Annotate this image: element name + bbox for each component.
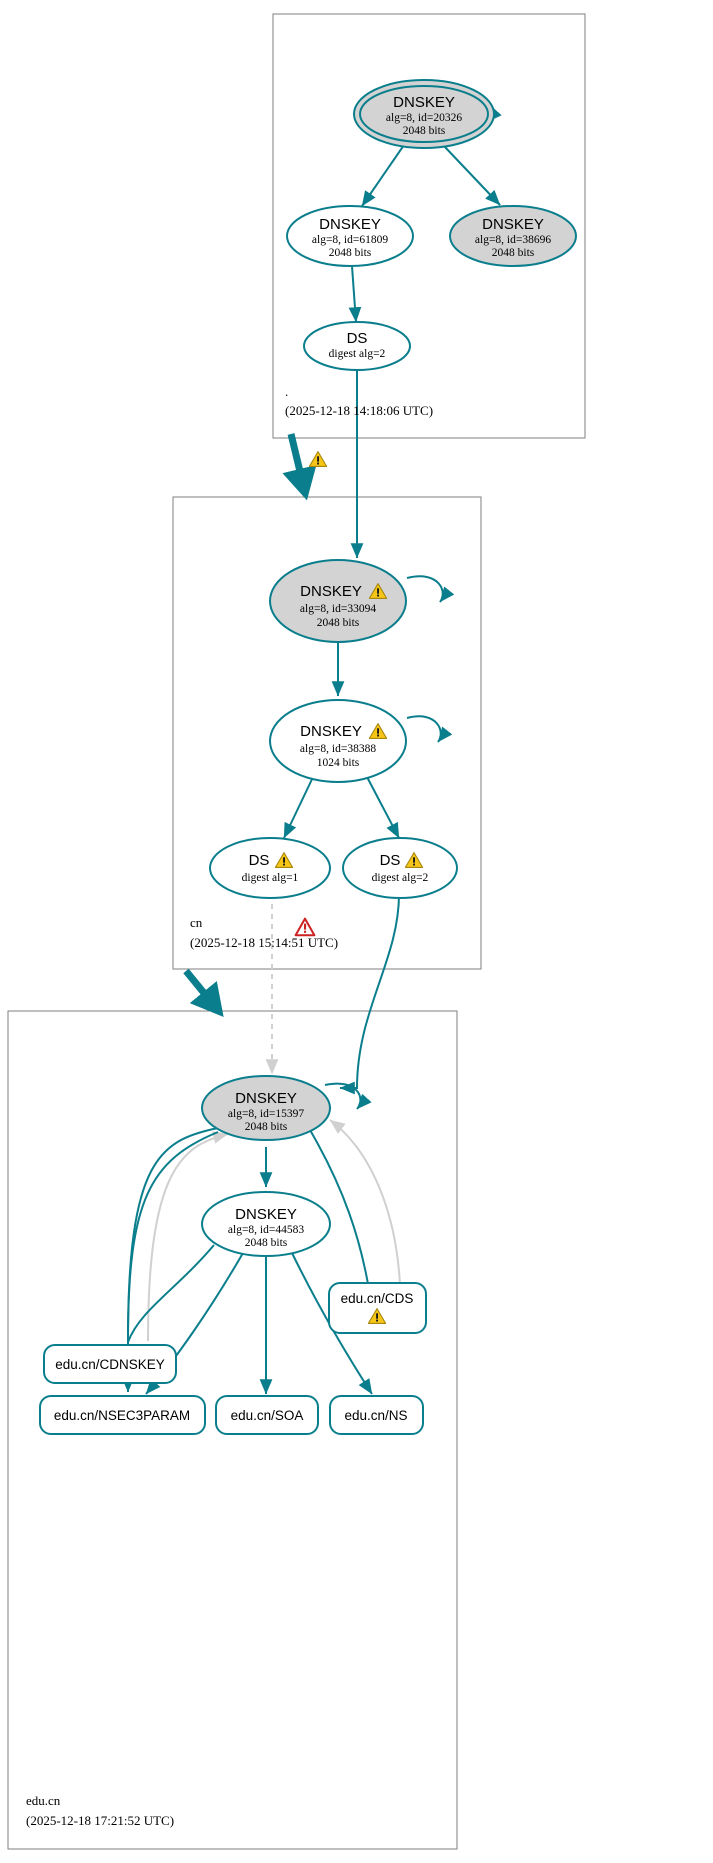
node-cn-38388-line2: alg=8, id=38388 — [300, 743, 376, 755]
rrset-edu-cn-nsec3param[interactable] — [39, 1395, 206, 1435]
edge-educn-zsk-to-cdnskey — [127, 1244, 215, 1343]
node-root-38696-line3: 2048 bits — [492, 247, 535, 259]
rrset-edu-cn-cds[interactable] — [328, 1282, 427, 1334]
zone-name-edu-cn: edu.cn — [26, 1793, 61, 1808]
node-root-ds[interactable] — [303, 321, 411, 371]
node-cn-38388-line3: 1024 bits — [317, 757, 360, 769]
rrset-edu-cn-ns[interactable] — [329, 1395, 424, 1435]
edge-cn-zsk-to-ds1 — [283, 774, 315, 839]
node-root-ksk-title: DNSKEY — [393, 94, 455, 111]
node-educn-44583-title: DNSKEY — [235, 1206, 297, 1223]
edge-cn-ksk-self — [406, 575, 455, 603]
zone-cn-error-icon — [294, 917, 316, 937]
node-cn-ds1-title: DS — [249, 852, 270, 869]
node-cn-dnskey-33094[interactable] — [269, 559, 407, 643]
node-root-dnskey-38696[interactable] — [449, 205, 577, 267]
zone-timestamp-root: (2025-12-18 14:18:06 UTC) — [285, 403, 433, 418]
node-cn-38388-title: DNSKEY — [300, 723, 362, 740]
delegation-arrow-root-to-cn — [282, 433, 317, 501]
node-educn-44583-line3: 2048 bits — [245, 1237, 288, 1249]
zone-name-root: . — [285, 384, 288, 399]
node-root-ds-title: DS — [347, 330, 368, 347]
node-root-38696-title: DNSKEY — [482, 216, 544, 233]
rrset-edu-cn-soa[interactable] — [215, 1395, 319, 1435]
rrset-soa-label: edu.cn/SOA — [231, 1408, 304, 1423]
edge-educn-ksk-to-nsec3param — [121, 1131, 219, 1393]
node-educn-dnskey-44583[interactable] — [201, 1191, 331, 1257]
node-cn-ds2-title: DS — [380, 852, 401, 869]
edge-cn-zsk-self — [406, 715, 453, 743]
edge-root-61809-to-ds — [348, 265, 362, 323]
node-cn-33094-line3: 2048 bits — [317, 617, 360, 629]
edge-educn-ksk-to-cds — [309, 1129, 369, 1285]
node-cn-ds-alg1[interactable] — [209, 837, 331, 899]
zone-timestamp-cn: (2025-12-18 15:14:51 UTC) — [190, 935, 338, 950]
node-root-ksk-line2: alg=8, id=20326 — [386, 112, 462, 124]
edge-cn-zsk-to-ds2 — [365, 774, 400, 839]
zone-name-cn: cn — [190, 915, 203, 930]
zone-box-root — [272, 13, 586, 439]
node-root-ksk-inner[interactable] — [359, 85, 489, 143]
rrset-ns-label: edu.cn/NS — [344, 1408, 407, 1423]
node-cn-dnskey-38388[interactable] — [269, 699, 407, 783]
edge-root-ksk-to-38696 — [443, 145, 501, 206]
rrset-cds-label: edu.cn/CDS — [341, 1291, 414, 1306]
zone-box-edu-cn — [7, 1010, 458, 1850]
rrset-cdnskey-label: edu.cn/CDNSKEY — [55, 1357, 165, 1372]
delegation-arrow-cn-to-edu-cn — [183, 968, 224, 1018]
node-cn-33094-title: DNSKEY — [300, 583, 362, 600]
delegation-warning-icon-root-cn — [308, 451, 328, 467]
node-educn-15397-line2: alg=8, id=15397 — [228, 1108, 304, 1120]
node-root-38696-line2: alg=8, id=38696 — [475, 234, 551, 246]
node-root-61809-line2: alg=8, id=61809 — [312, 234, 388, 246]
rrset-nsec3param-label: edu.cn/NSEC3PARAM — [54, 1408, 190, 1423]
edge-educn-ksk-self — [324, 1082, 372, 1110]
node-educn-15397-line3: 2048 bits — [245, 1121, 288, 1133]
edge-cdnskey-to-educn-ksk-insecure — [147, 1131, 229, 1342]
node-cn-33094-line2: alg=8, id=33094 — [300, 603, 376, 615]
node-educn-15397-title: DNSKEY — [235, 1090, 297, 1107]
zone-box-cn — [172, 496, 482, 970]
edge-root-ksk-to-61809 — [361, 144, 405, 207]
node-cn-ds1-line2: digest alg=1 — [242, 872, 299, 884]
node-educn-dnskey-15397[interactable] — [201, 1075, 331, 1141]
node-root-ksk-line3: 2048 bits — [403, 125, 446, 137]
edge-cds-to-educn-ksk-insecure — [329, 1119, 401, 1286]
node-cn-ds-alg2[interactable] — [342, 837, 458, 899]
rrset-edu-cn-cdnskey[interactable] — [43, 1344, 177, 1384]
node-cn-ds2-line2: digest alg=2 — [372, 872, 429, 884]
node-educn-44583-line2: alg=8, id=44583 — [228, 1224, 304, 1236]
node-root-dnskey-61809[interactable] — [286, 205, 414, 267]
node-root-61809-line3: 2048 bits — [329, 247, 372, 259]
node-root-61809-title: DNSKEY — [319, 216, 381, 233]
node-root-ds-line2: digest alg=2 — [329, 348, 386, 360]
edge-cn-ds2-to-educn-dnskey — [339, 893, 400, 1095]
zone-timestamp-edu-cn: (2025-12-18 17:21:52 UTC) — [26, 1813, 174, 1828]
